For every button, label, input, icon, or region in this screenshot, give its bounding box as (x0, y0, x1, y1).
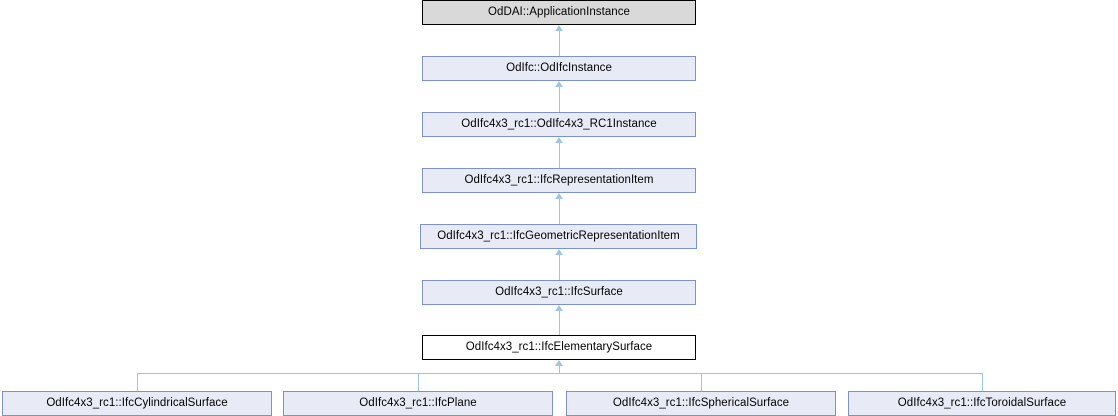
class-node-odifc-instance[interactable]: OdIfc::OdIfcInstance (422, 56, 696, 81)
class-node-label: OdIfc4x3_rc1::IfcSphericalSurface (612, 397, 790, 409)
class-node-label: OdIfc4x3_rc1::IfcElementarySurface (465, 341, 653, 353)
class-node-odifc4x3-rc1-instance[interactable]: OdIfc4x3_rc1::OdIfc4x3_RC1Instance (422, 112, 696, 137)
connector-line-vertical (559, 31, 560, 56)
inheritance-arrowhead (555, 249, 563, 255)
class-node-label: OdIfc4x3_rc1::OdIfc4x3_RC1Instance (461, 118, 657, 130)
connector-line-vertical (559, 366, 560, 373)
class-node-label: OdIfc4x3_rc1::IfcCylindricalSurface (46, 397, 228, 409)
class-node-label: OdIfc4x3_rc1::IfcGeometricRepresentation… (437, 230, 680, 242)
class-node-ifc-elementary-surface[interactable]: OdIfc4x3_rc1::IfcElementarySurface (422, 335, 696, 360)
connector-line-horizontal (137, 373, 982, 374)
connector-line-vertical (701, 373, 702, 391)
class-node-ifc-cylindrical-surface[interactable]: OdIfc4x3_rc1::IfcCylindricalSurface (2, 391, 272, 416)
inheritance-arrowhead (555, 193, 563, 199)
connector-line-vertical (559, 311, 560, 335)
class-node-label: OdIfc::OdIfcInstance (506, 62, 612, 74)
class-node-label: OdIfc4x3_rc1::IfcToroidalSurface (897, 397, 1067, 409)
class-node-ifc-surface[interactable]: OdIfc4x3_rc1::IfcSurface (422, 280, 696, 305)
class-node-ifc-spherical-surface[interactable]: OdIfc4x3_rc1::IfcSphericalSurface (566, 391, 836, 416)
inheritance-arrowhead (555, 25, 563, 31)
class-node-ifc-representation-item[interactable]: OdIfc4x3_rc1::IfcRepresentationItem (422, 168, 696, 193)
connector-line-vertical (559, 199, 560, 224)
class-node-label: OdIfc4x3_rc1::IfcPlane (359, 397, 477, 409)
inheritance-arrowhead (555, 81, 563, 87)
inheritance-arrowhead (555, 360, 563, 366)
connector-line-vertical (982, 373, 983, 391)
class-node-label: OdIfc4x3_rc1::IfcRepresentationItem (464, 174, 654, 186)
connector-line-vertical (418, 373, 419, 391)
class-node-application-instance[interactable]: OdDAI::ApplicationInstance (422, 0, 696, 25)
inheritance-arrowhead (555, 305, 563, 311)
connector-line-vertical (559, 87, 560, 112)
class-node-ifc-geometric-representation-item[interactable]: OdIfc4x3_rc1::IfcGeometricRepresentation… (420, 224, 697, 249)
connector-line-vertical (559, 143, 560, 168)
class-node-ifc-toroidal-surface[interactable]: OdIfc4x3_rc1::IfcToroidalSurface (848, 391, 1116, 416)
class-node-ifc-plane[interactable]: OdIfc4x3_rc1::IfcPlane (283, 391, 553, 416)
inheritance-arrowhead (555, 137, 563, 143)
connector-line-vertical (559, 255, 560, 280)
class-node-label: OdIfc4x3_rc1::IfcSurface (495, 286, 623, 298)
class-node-label: OdDAI::ApplicationInstance (488, 6, 630, 18)
connector-line-vertical (137, 373, 138, 391)
